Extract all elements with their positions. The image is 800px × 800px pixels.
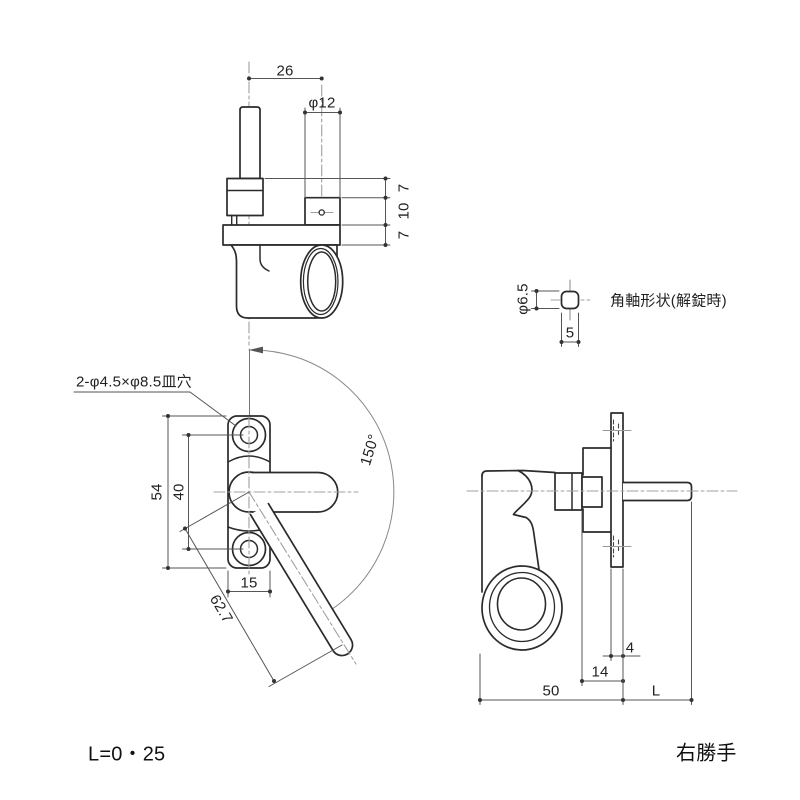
handedness-note: 右勝手: [676, 742, 737, 765]
dim-label-15: 15: [240, 574, 258, 592]
dim-label-10: 10: [395, 202, 413, 220]
dim-label-26: 26: [276, 62, 294, 80]
side-view: [466, 412, 738, 705]
square-shaft-detail: [531, 279, 591, 347]
dim-label-40: 40: [170, 483, 188, 501]
front-view: [73, 346, 395, 687]
length-variant-note: L=0・25: [88, 743, 166, 766]
dim-label-4: 4: [625, 639, 635, 657]
dim-label-14: 14: [591, 663, 609, 681]
dim-label-phi6-5: φ6.5: [514, 283, 532, 315]
dim-label-L: L: [651, 682, 661, 700]
dim-label-54: 54: [148, 483, 166, 501]
dim-label-7-bottom: 7: [395, 230, 413, 240]
top-view: [222, 61, 391, 346]
countersunk-hole-note: 2-φ4.5×φ8.5皿穴: [76, 373, 192, 391]
dim-label-5: 5: [565, 324, 575, 342]
dim-label-7-top: 7: [395, 183, 413, 193]
dim-label-phi12: φ12: [308, 94, 336, 112]
square-shaft-note: 角軸形状(解錠時): [610, 292, 727, 310]
dim-label-50: 50: [542, 682, 560, 700]
